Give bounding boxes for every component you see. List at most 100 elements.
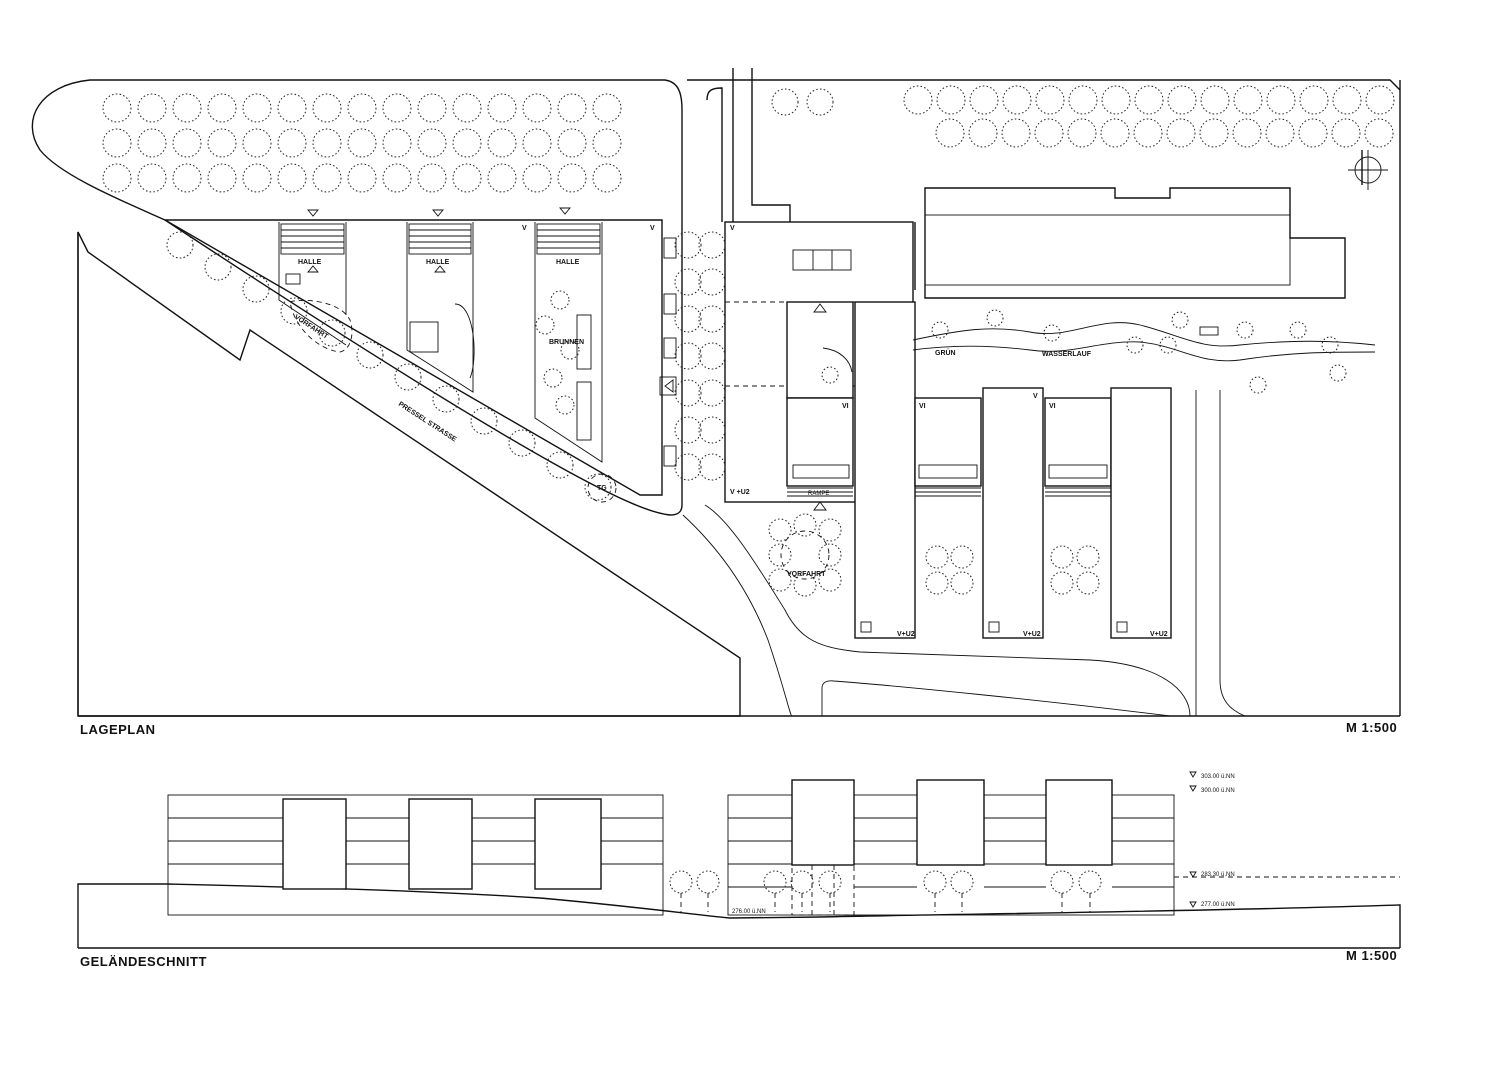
building-wedge bbox=[162, 219, 663, 496]
level-276: 276.00 ü.NN bbox=[732, 909, 766, 915]
tree-icon bbox=[382, 128, 412, 158]
tree-icon bbox=[793, 573, 817, 597]
tree-icon bbox=[557, 128, 587, 158]
court-1 bbox=[278, 222, 347, 346]
label-halle-1: HALLE bbox=[298, 259, 322, 266]
tree-icon bbox=[925, 545, 949, 569]
label-vu2-3: V+U2 bbox=[1150, 631, 1168, 638]
tree-icon bbox=[818, 568, 842, 592]
tree-icon bbox=[137, 163, 167, 193]
tree-icon bbox=[1332, 85, 1362, 115]
tree-icon bbox=[674, 379, 702, 407]
tree-icon bbox=[172, 163, 202, 193]
tree-icon bbox=[543, 368, 563, 388]
tree-icon bbox=[277, 128, 307, 158]
tree-icon bbox=[382, 93, 412, 123]
tree-icon bbox=[1159, 336, 1177, 354]
label-halle-2: HALLE bbox=[426, 259, 450, 266]
tree-icon bbox=[969, 85, 999, 115]
entrance-marker-1 bbox=[307, 209, 319, 217]
tree-icon bbox=[555, 395, 575, 415]
label-vu2-central: V +U2 bbox=[730, 489, 750, 496]
label-v-3: V bbox=[730, 225, 735, 232]
tree-icon bbox=[417, 128, 447, 158]
entrance-marker-2 bbox=[432, 209, 444, 217]
tree-icon bbox=[1068, 85, 1098, 115]
section-tree-group bbox=[669, 870, 1102, 912]
terrain-profile bbox=[77, 883, 1401, 948]
tree-icon bbox=[1329, 364, 1347, 382]
label-halle-3: HALLE bbox=[556, 259, 580, 266]
tree-icon bbox=[931, 321, 949, 339]
tree-icon bbox=[698, 416, 726, 444]
tree-icon bbox=[312, 163, 342, 193]
tree-icon bbox=[674, 231, 702, 259]
marker-central-south bbox=[813, 501, 827, 511]
label-street: PRESSEL STRASSE bbox=[397, 401, 458, 444]
tree-icon bbox=[768, 518, 792, 542]
slab-3 bbox=[1110, 387, 1172, 639]
tree-icon bbox=[280, 297, 308, 325]
small-box-1 bbox=[285, 273, 301, 285]
label-v-1: V bbox=[522, 225, 527, 232]
courtyard-central bbox=[786, 301, 854, 399]
slab-2 bbox=[982, 387, 1044, 639]
tree-icon bbox=[584, 473, 612, 501]
tree-icon bbox=[768, 543, 792, 567]
tree-icon bbox=[950, 545, 974, 569]
building-northeast-inner bbox=[924, 214, 1291, 286]
tree-icon bbox=[347, 163, 377, 193]
label-brunnen: BRUNNEN bbox=[549, 339, 584, 346]
tree-icon bbox=[950, 571, 974, 595]
wing-2 bbox=[914, 397, 982, 487]
tree-icon bbox=[1199, 118, 1229, 148]
tree-icon bbox=[470, 407, 498, 435]
tree-icon bbox=[674, 268, 702, 296]
tree-icon bbox=[560, 340, 580, 360]
stream-south-bank bbox=[912, 341, 1376, 362]
label-rampe: RAMPE bbox=[808, 491, 829, 497]
tree-icon bbox=[557, 93, 587, 123]
section-tree-icon bbox=[923, 870, 947, 894]
tree-icon bbox=[102, 163, 132, 193]
stair-3 bbox=[536, 223, 601, 255]
tree-icon bbox=[1035, 85, 1065, 115]
section-title: GELÄNDESCHNITT bbox=[80, 954, 207, 969]
label-vu2-1: V+U2 bbox=[897, 631, 915, 638]
tree-icon bbox=[394, 363, 422, 391]
label-vorfahrt-west: VORFAHRT bbox=[293, 314, 330, 341]
tree-icon bbox=[487, 93, 517, 123]
tree-icon bbox=[1002, 85, 1032, 115]
tree-icon bbox=[356, 341, 384, 369]
road-west-edge bbox=[682, 514, 793, 717]
court-3 bbox=[534, 222, 603, 463]
slab-1 bbox=[854, 301, 916, 639]
tree-icon bbox=[1200, 85, 1230, 115]
fountain-basin-1 bbox=[576, 314, 592, 370]
tree-icon bbox=[698, 231, 726, 259]
tree-icon bbox=[550, 290, 570, 310]
level-277: 277.00 ü.NN bbox=[1201, 902, 1235, 908]
north-path bbox=[706, 87, 723, 222]
tree-icon bbox=[487, 163, 517, 193]
tree-icon bbox=[1299, 85, 1329, 115]
level-marker-300 bbox=[1189, 785, 1197, 792]
label-tg: TG bbox=[597, 485, 607, 492]
tree-icon bbox=[417, 163, 447, 193]
section-tree-icon bbox=[818, 870, 842, 894]
tree-icon bbox=[698, 342, 726, 370]
tree-icon bbox=[1050, 545, 1074, 569]
tree-icon bbox=[1171, 311, 1189, 329]
court-curve bbox=[822, 347, 853, 373]
north-arrow-icon bbox=[1348, 150, 1388, 190]
tree-group bbox=[102, 85, 1395, 597]
wing-stairs bbox=[787, 487, 1111, 497]
tree-icon bbox=[1001, 118, 1031, 148]
section-east-building bbox=[727, 779, 1175, 916]
tree-icon bbox=[1067, 118, 1097, 148]
tree-icon bbox=[1249, 376, 1267, 394]
tree-icon bbox=[137, 93, 167, 123]
fountain-basin-2 bbox=[576, 381, 592, 441]
tree-icon bbox=[207, 128, 237, 158]
